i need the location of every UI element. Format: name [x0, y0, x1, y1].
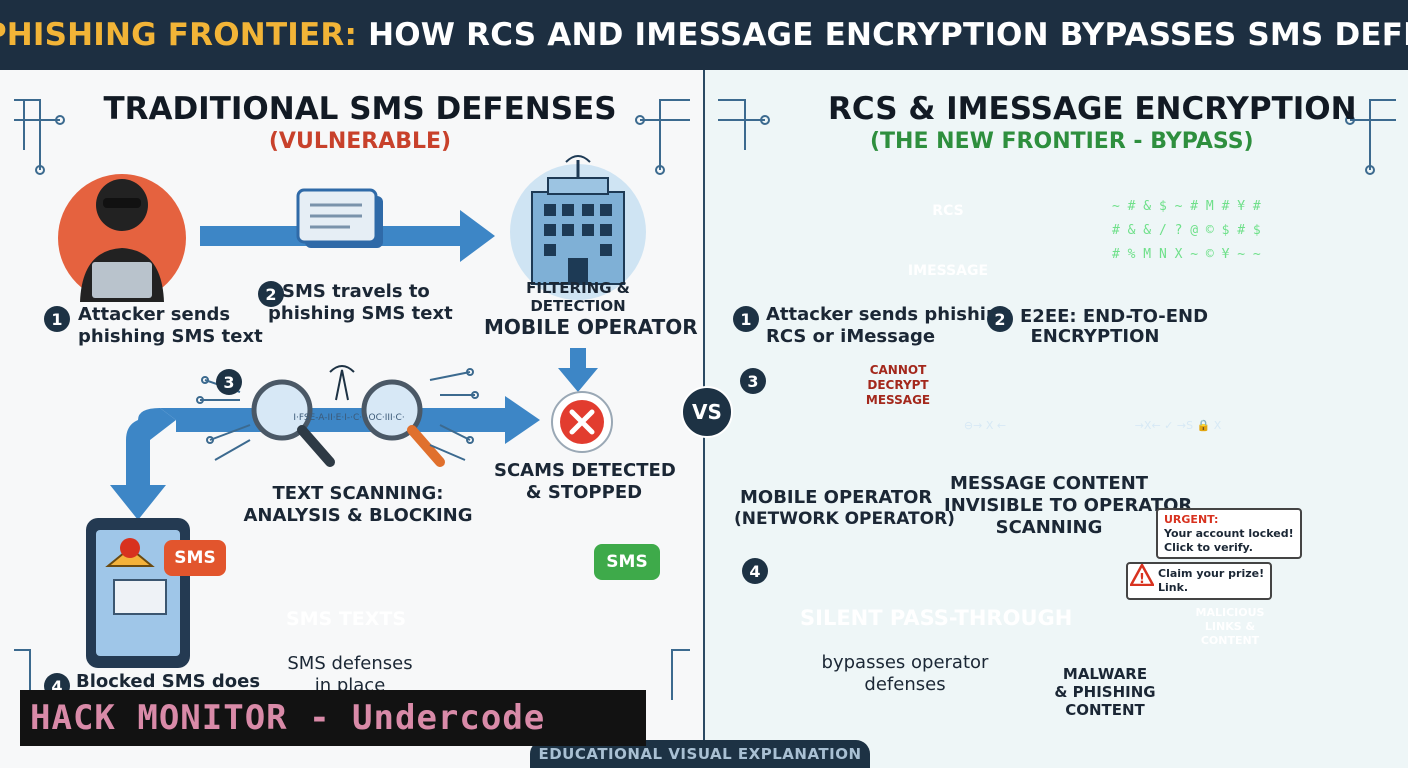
- pipe-glyphs-left: ⊖→ X ←: [963, 419, 1007, 432]
- down-flow-arrow: [110, 408, 176, 520]
- rcs-arrow: ! ! TRA: [0, 0, 1357, 768]
- circuit-decoration-icon: [196, 368, 479, 461]
- cannot-decrypt-line1: CANNOT: [869, 363, 927, 377]
- prize-body-line2: Link.: [1158, 580, 1189, 594]
- watermark-banner: HACK MONITOR - Undercode: [20, 690, 646, 746]
- step-badge-4: 4: [742, 558, 768, 584]
- chat-bubble-icon: [296, 188, 383, 248]
- left-step1-line1: Attacker sends: [78, 304, 231, 325]
- cipher-row-3: # % M N X ~ © ¥ ~ ~: [1112, 247, 1261, 262]
- blocked-text: Blocked SMS does: [76, 671, 261, 692]
- phone-sms-bubble: SMS: [594, 544, 660, 580]
- malware-line3: CONTENT: [1065, 701, 1145, 719]
- scanning-line1: TEXT SCANNING:: [272, 483, 444, 504]
- right-step2-line2: ENCRYPTION: [1030, 326, 1160, 347]
- building-icon: [510, 155, 646, 300]
- left-subheading: (VULNERABLE): [268, 129, 452, 154]
- svg-text:!: !: [1139, 572, 1145, 586]
- cipher-box: ! ! TRA: [0, 0, 1357, 768]
- rcs-label: RCS: [932, 203, 964, 219]
- left-step2-line2: phishing SMS text: [268, 303, 453, 324]
- right-operator-line1: MOBILE OPERATOR: [740, 487, 933, 508]
- operator-name: MOBILE OPERATOR: [484, 315, 698, 339]
- left-step2-line1: SMS travels to: [282, 281, 430, 302]
- left-heading: TRADITIONAL SMS DEFENSES: [103, 91, 617, 127]
- urgent-body-line2: Click to verify.: [1164, 540, 1253, 554]
- defenses-line1: SMS defenses: [287, 653, 413, 674]
- title-banner: NEW PHISHING FRONTIER: HOW RCS AND IMESS…: [0, 0, 1408, 70]
- rcs-imessage-panel: [704, 70, 1408, 768]
- down-arrow: [558, 348, 598, 392]
- right-heading: RCS & IMESSAGE ENCRYPTION: [828, 91, 1357, 127]
- circuit-decoration-icon: [14, 99, 1396, 700]
- tablet-sms-bubble: SMS: [164, 540, 226, 576]
- sms-texts-label: SMS TEXTS: [285, 608, 407, 630]
- right-subheading: (THE NEW FRONTIER - BYPASS): [870, 129, 1254, 154]
- step-badge-3: 3: [216, 369, 242, 395]
- hacker-icon: [58, 174, 186, 302]
- scan-stream: I·FSE-A-II·E·I-·C··-OC·III·C·: [293, 413, 405, 423]
- urgent-message: URGENT: Your account locked! Click to ve…: [1156, 508, 1302, 560]
- operator-filter-line1: FILTERING &: [526, 279, 630, 297]
- magnifier-icon: [251, 379, 445, 467]
- title-highlight: NEW PHISHING FRONTIER:: [0, 17, 358, 53]
- step-badge-1: 1: [44, 306, 70, 332]
- operator-arrow: ! ! TRA: [0, 0, 1357, 768]
- cannot-decrypt-line3: MESSAGE: [865, 393, 931, 407]
- urgent-body-line1: Your account locked!: [1164, 526, 1294, 540]
- detected-line2: & STOPPED: [525, 482, 643, 503]
- scanning-line2: ANALYSIS & BLOCKING: [243, 505, 473, 526]
- bypass-line2: defenses: [864, 674, 946, 695]
- step-badge-3: 3: [740, 368, 766, 394]
- imessage-arrow: ! ! TRA: [0, 0, 1357, 768]
- silent-pass-label: SILENT PASS-THROUGH: [800, 606, 1073, 630]
- pipe-glyphs-right: →X← ✓ →S 🔒 X: [1134, 419, 1222, 432]
- cipher-row-2: # & & / ? @ © $ # $: [1112, 223, 1261, 238]
- step-badge-2: 2: [987, 306, 1013, 332]
- left-step1-line2: phishing SMS text: [78, 326, 263, 347]
- x-circle-icon: [551, 391, 613, 453]
- malicious-line2: LINKS &: [1204, 620, 1256, 633]
- step-badge-2: 2: [258, 281, 284, 307]
- malicious-line1: MALICIOUS: [1195, 606, 1265, 619]
- malicious-line3: CONTENT: [1200, 634, 1260, 647]
- invisible-line3: SCANNING: [995, 517, 1103, 538]
- step-badge-1: 1: [733, 306, 759, 332]
- encrypted-tube: ! ! TRA: [0, 0, 1357, 768]
- right-operator-line2: (NETWORK OPERATOR): [734, 509, 955, 529]
- vs-badge: VS: [681, 386, 733, 438]
- invisible-line1: MESSAGE CONTENT: [949, 473, 1149, 494]
- cannot-decrypt-line2: DECRYPT: [867, 378, 929, 392]
- malware-line1: MALWARE: [1062, 665, 1148, 683]
- prize-body-line1: Claim your prize!: [1158, 567, 1265, 580]
- right-step1-line2: RCS or iMessage: [766, 326, 936, 347]
- footer-text: EDUCATIONAL VISUAL EXPLANATION: [538, 745, 862, 763]
- laptop-icon: [92, 262, 152, 298]
- malware-line2: & PHISHING: [1054, 683, 1156, 701]
- title-rest: HOW RCS AND IMESSAGE ENCRYPTION BYPASSES…: [368, 17, 1408, 53]
- page-title: NEW PHISHING FRONTIER: HOW RCS AND IMESS…: [0, 17, 1408, 53]
- right-step1-line1: Attacker sends phishing: [766, 304, 1012, 325]
- bypass-line1: bypasses operator: [821, 652, 989, 673]
- invisible-line2: INVISIBLE TO OPERATOR: [944, 495, 1193, 516]
- cell-tower-icon: [329, 365, 355, 401]
- watermark-text: HACK MONITOR - Undercode: [30, 698, 546, 738]
- imessage-label: IMESSAGE: [907, 263, 989, 279]
- right-step2-line1: E2EE: END-TO-END: [1020, 306, 1209, 327]
- urgent-title: URGENT:: [1164, 513, 1219, 526]
- cipher-row-1: ~ # & $ ~ # M # ¥ #: [1112, 199, 1261, 214]
- warning-icon: !: [1130, 564, 1154, 586]
- detected-line1: SCAMS DETECTED: [494, 460, 676, 481]
- operator-filter-line2: DETECTION: [530, 297, 626, 315]
